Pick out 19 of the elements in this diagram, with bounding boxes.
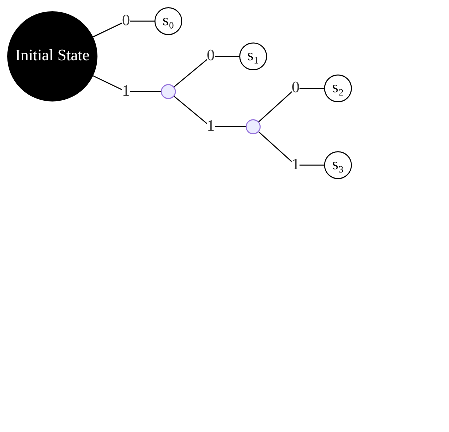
edge-label: 1: [292, 156, 300, 174]
connector: [92, 20, 156, 38]
edge-label: 0: [122, 12, 130, 30]
connector: [258, 88, 326, 123]
connector: [174, 56, 241, 88]
edge-label: 0: [207, 48, 216, 65]
node-point: [161, 84, 176, 100]
node-point: [246, 120, 261, 135]
connector: [258, 131, 326, 166]
edge-label: 0: [292, 80, 300, 97]
node-circle: s₁: [240, 42, 268, 71]
node-circle: s₀: [154, 8, 183, 36]
node-circle: s₃: [324, 152, 352, 180]
edge-label: 1: [207, 118, 216, 136]
edge-label: 1: [122, 82, 130, 100]
node-circle: s₂: [324, 74, 352, 103]
connector: [174, 96, 247, 128]
node-circle: Initial State: [8, 12, 98, 102]
connector: [92, 75, 162, 92]
